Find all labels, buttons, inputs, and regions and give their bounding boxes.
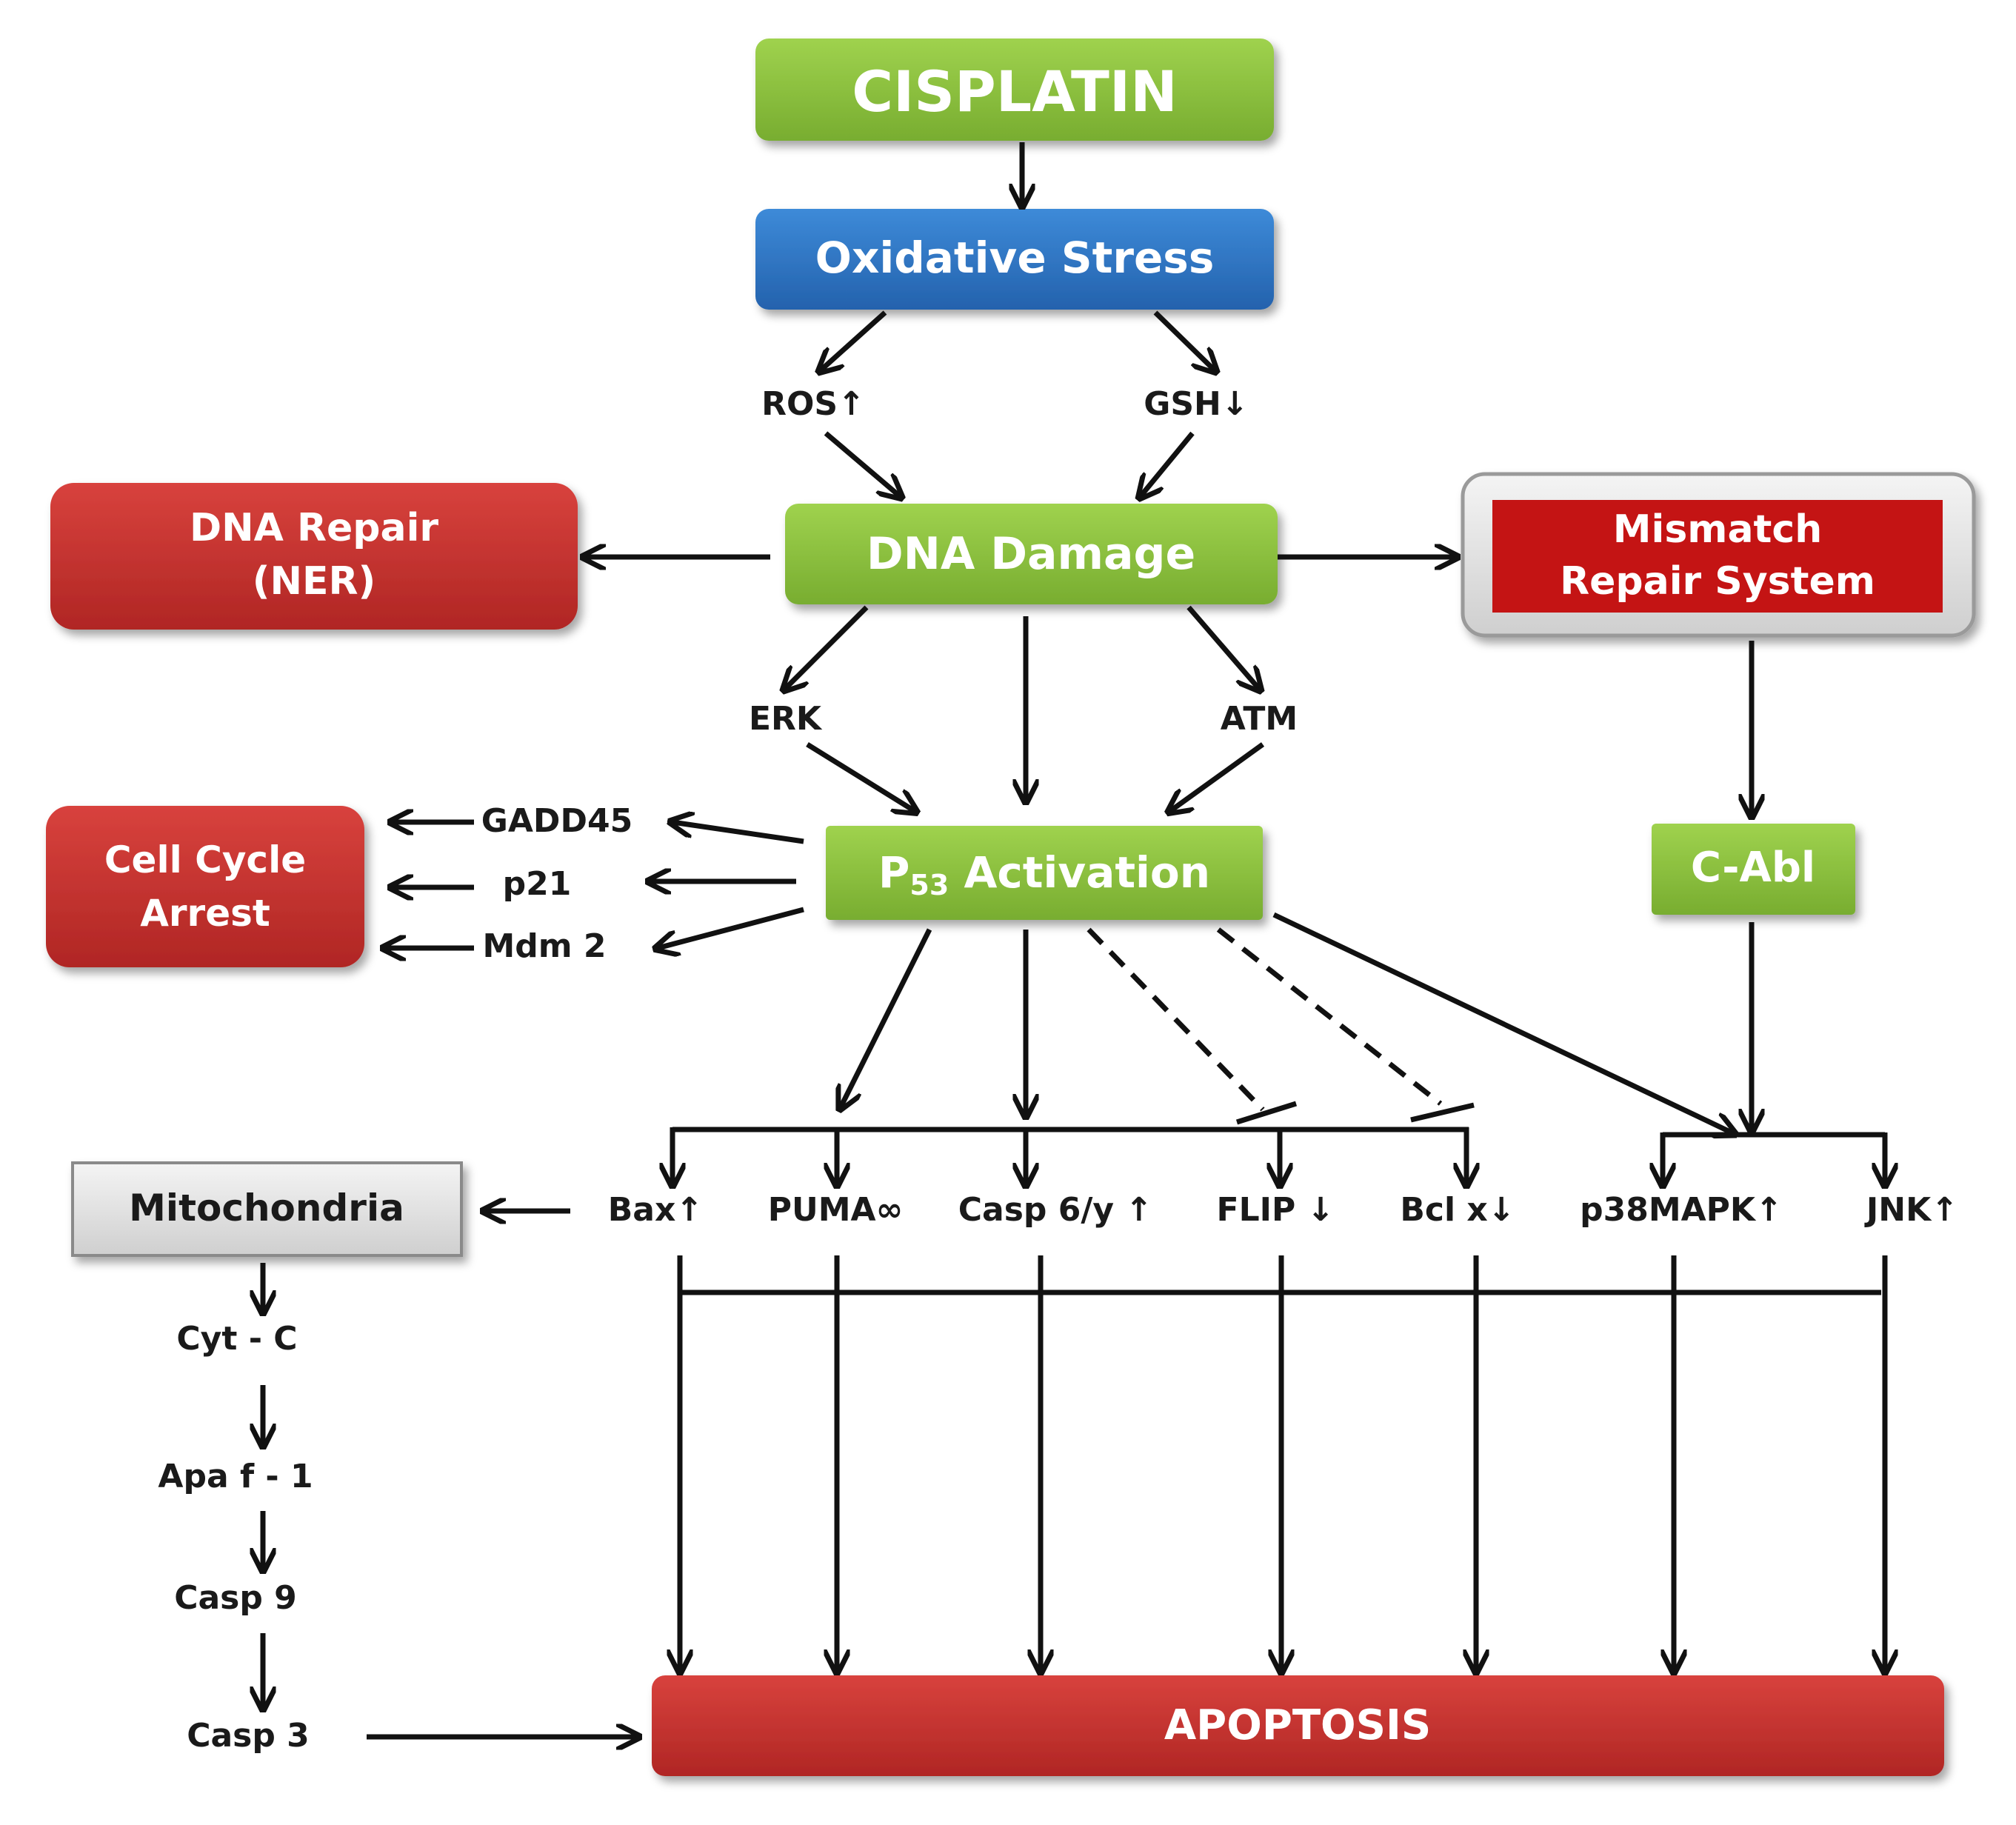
c-abl-label: C-Abl bbox=[1691, 844, 1815, 892]
casp9-label: Casp 9 bbox=[174, 1579, 297, 1617]
dashed-p53-bclx bbox=[1216, 927, 1443, 1106]
casp6-label: Casp 6/y ↑ bbox=[958, 1191, 1153, 1229]
arrow-oxidative-gsh bbox=[1153, 310, 1215, 370]
oxidative-stress-box: Oxidative Stress bbox=[755, 209, 1274, 310]
p53-activation-label: P53 Activation bbox=[878, 847, 1210, 901]
cell-cycle-arrest-box: Cell Cycle Arrest bbox=[46, 806, 364, 967]
p53-rest: Activation bbox=[949, 847, 1210, 898]
dna-damage-label: DNA Damage bbox=[867, 528, 1195, 580]
mismatch-repair-box: Mismatch Repair System bbox=[1461, 472, 1976, 638]
mismatch-label-2: Repair System bbox=[1560, 559, 1875, 604]
arrow-p53-mdm2 bbox=[658, 907, 804, 948]
gsh-label: GSH↓ bbox=[1144, 385, 1249, 423]
p21-label: p21 bbox=[503, 865, 572, 903]
mismatch-label-1: Mismatch bbox=[1613, 507, 1823, 552]
p53-subscript: 53 bbox=[909, 869, 949, 901]
flip-label: FLIP ↓ bbox=[1217, 1191, 1335, 1229]
p38mapk-label: p38MAPK↑ bbox=[1580, 1191, 1783, 1229]
c-abl-box: C-Abl bbox=[1652, 824, 1855, 915]
puma-label: PUMA∞ bbox=[768, 1191, 903, 1229]
cell-cycle-label-1: Cell Cycle bbox=[104, 838, 306, 881]
apoptosis-box: APOPTOSIS bbox=[652, 1675, 1944, 1776]
arrow-gsh-dna bbox=[1141, 431, 1195, 496]
bax-label: Bax↑ bbox=[608, 1191, 703, 1229]
jnk-label: JNK↑ bbox=[1864, 1191, 1958, 1229]
casp3-label: Casp 3 bbox=[187, 1717, 310, 1755]
arrow-oxidative-ros bbox=[821, 310, 887, 370]
arrow-p53-p38 bbox=[1272, 912, 1733, 1133]
erk-label: ERK bbox=[749, 700, 823, 738]
p53-activation-box: P53 Activation bbox=[826, 826, 1263, 920]
mdm2-label: Mdm 2 bbox=[482, 927, 606, 965]
bclx-label: Bcl x↓ bbox=[1400, 1191, 1515, 1229]
p53-prefix: P bbox=[878, 847, 910, 898]
apoptosis-label: APOPTOSIS bbox=[1164, 1701, 1431, 1749]
arrow-atm-p53 bbox=[1170, 742, 1265, 811]
dna-repair-box: DNA Repair (NER) bbox=[50, 483, 578, 630]
mitochondria-label: Mitochondria bbox=[129, 1187, 404, 1230]
arrow-p53-puma bbox=[841, 928, 932, 1107]
arrow-dna-erk bbox=[785, 605, 869, 689]
dna-repair-label-2: (NER) bbox=[253, 559, 376, 604]
arrow-ros-dna bbox=[824, 431, 900, 496]
atm-label: ATM bbox=[1221, 700, 1298, 738]
cisplatin-box: CISPLATIN bbox=[755, 39, 1274, 141]
oxidative-stress-label: Oxidative Stress bbox=[815, 233, 1215, 283]
dashed-p53-flip bbox=[1087, 927, 1265, 1112]
inhibit-bar-bclx bbox=[1410, 1102, 1475, 1123]
ros-label: ROS↑ bbox=[761, 385, 865, 423]
arrow-p53-gadd45 bbox=[672, 822, 804, 844]
inhibit-bar-flip bbox=[1235, 1101, 1298, 1125]
dna-repair-label-1: DNA Repair bbox=[190, 506, 438, 550]
arrows bbox=[263, 142, 1885, 1737]
mitochondria-box: Mitochondria bbox=[71, 1161, 463, 1257]
apaf-1-label: Apa f - 1 bbox=[158, 1458, 313, 1495]
cyt-c-label: Cyt - C bbox=[176, 1320, 297, 1358]
arrow-erk-p53 bbox=[806, 742, 915, 811]
cell-cycle-label-2: Arrest bbox=[140, 892, 270, 935]
gadd45-label: GADD45 bbox=[481, 802, 632, 840]
cisplatin-label: CISPLATIN bbox=[852, 59, 1178, 124]
arrow-dna-atm bbox=[1186, 605, 1259, 689]
dna-damage-box: DNA Damage bbox=[785, 504, 1278, 604]
